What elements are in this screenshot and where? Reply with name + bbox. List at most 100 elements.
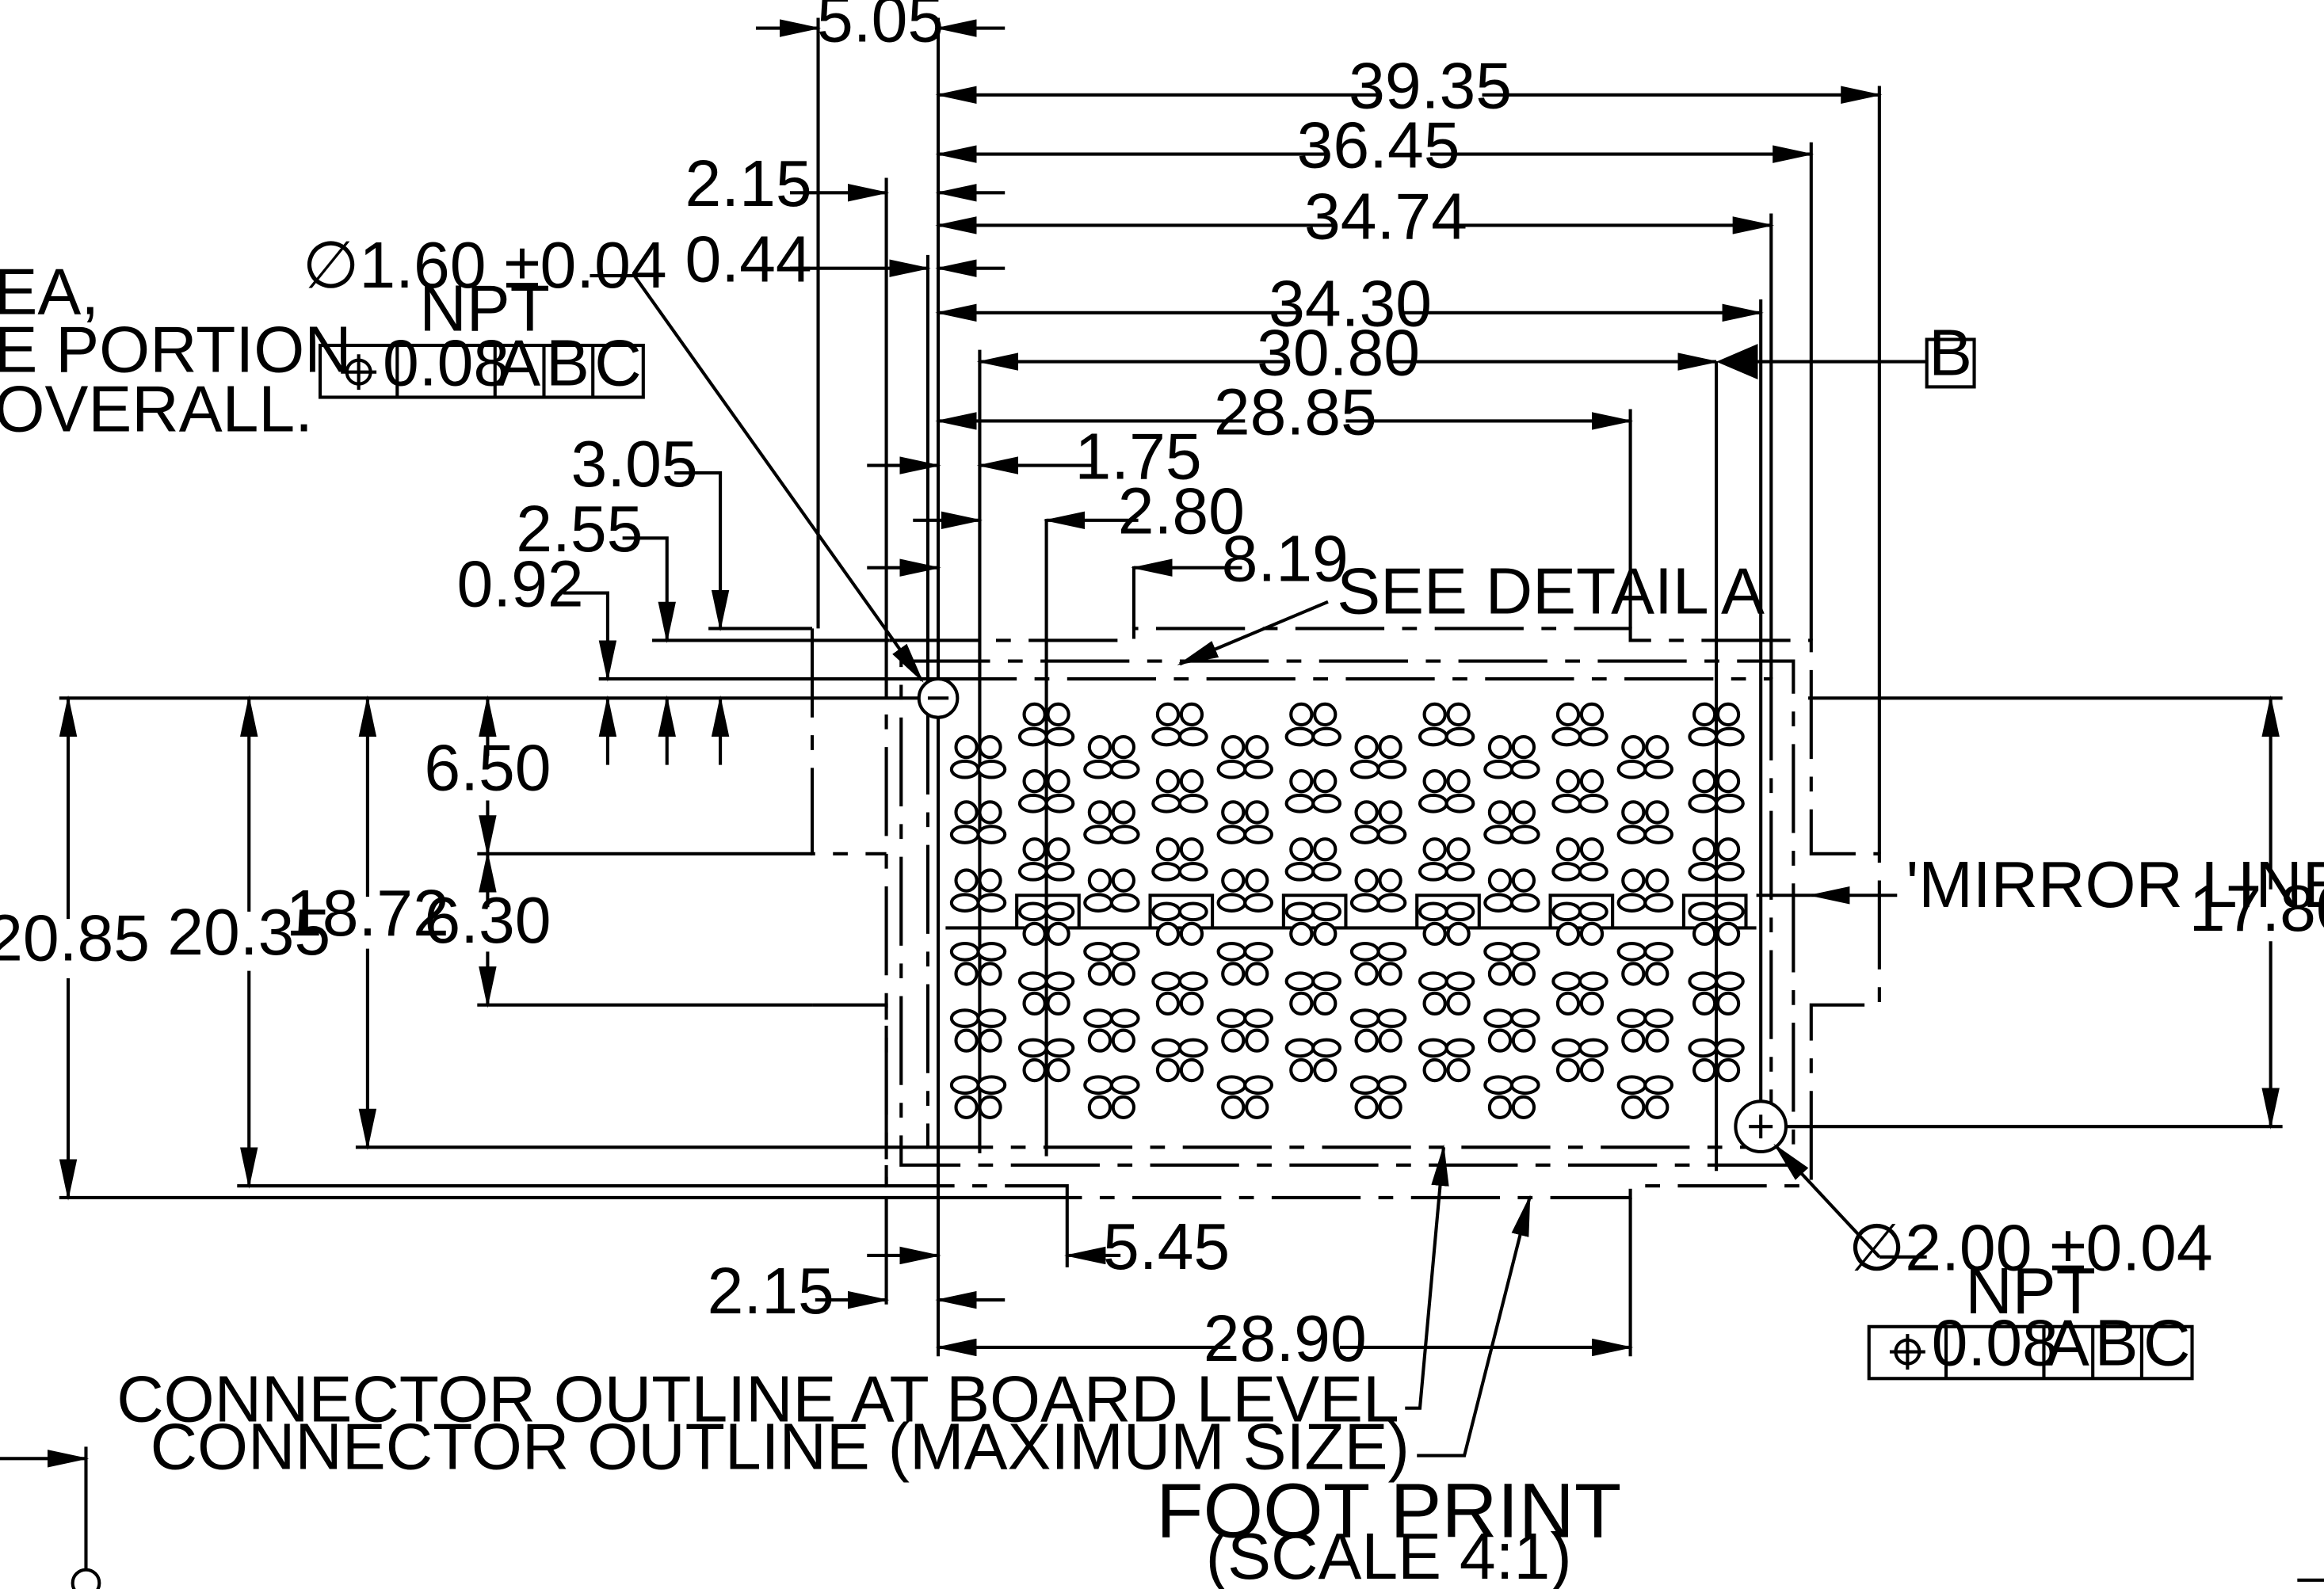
- dim-label: 17.80: [2189, 872, 2324, 945]
- pad-oval: [1551, 793, 1582, 814]
- pad-oval: [976, 1008, 1007, 1028]
- pad-round: [1221, 1028, 1246, 1053]
- note-line-1: EA,: [0, 256, 99, 329]
- pad-oval: [1578, 793, 1608, 814]
- dim-label: 5.05: [817, 0, 944, 55]
- pad-oval: [949, 825, 980, 844]
- pad-oval: [1017, 901, 1048, 922]
- pad-oval: [1083, 1075, 1113, 1096]
- feature-control-frame: 0.08 A B C: [318, 327, 645, 400]
- pad-oval: [976, 1075, 1007, 1096]
- pad-oval: [1151, 901, 1182, 922]
- large-hole: [1734, 1099, 1788, 1154]
- pad-round: [1111, 868, 1136, 893]
- pad-round: [1422, 921, 1447, 947]
- pad-round: [1022, 1057, 1047, 1083]
- pad-round: [1422, 769, 1447, 794]
- pad-round: [1111, 734, 1136, 760]
- pad-round: [1555, 769, 1581, 794]
- pad-round: [1245, 1028, 1269, 1053]
- pad-round: [1422, 1057, 1447, 1083]
- pad-round: [1313, 769, 1338, 794]
- pad-round: [978, 1095, 1002, 1119]
- pad-oval: [976, 759, 1007, 779]
- pad-oval: [1483, 1008, 1514, 1028]
- pad-oval: [1578, 971, 1608, 992]
- position-tolerance-icon: [341, 354, 377, 391]
- see-detail-a-callout: SEE DETAIL A: [1177, 555, 1765, 666]
- pad-round: [1354, 1095, 1379, 1119]
- pad-round: [1354, 1028, 1379, 1053]
- small-hole-size: ∅1.60 ±0.04: [303, 229, 667, 302]
- pad-round: [1046, 702, 1070, 727]
- dim-label: 2.15: [708, 1255, 834, 1328]
- pad-oval: [1109, 893, 1140, 913]
- pad-oval: [1151, 861, 1182, 882]
- dim-30-80: 30.80: [976, 316, 1719, 389]
- pad-round: [1179, 702, 1204, 727]
- pad-oval: [1216, 893, 1247, 913]
- pad-oval: [1044, 793, 1075, 814]
- outline-board-callout: CONNECTOR OUTLINE AT BOARD LEVEL: [116, 1144, 1449, 1436]
- drawing-subtitle: (SCALE 4:1): [1206, 1520, 1572, 1589]
- pad-oval: [949, 1008, 980, 1028]
- pad-oval: [1017, 726, 1048, 747]
- pad-round: [1245, 734, 1269, 760]
- pad-round: [1621, 800, 1646, 825]
- pad-round: [1046, 837, 1070, 862]
- pad-round: [954, 868, 979, 893]
- pad-oval: [1376, 942, 1407, 962]
- pad-round: [978, 1028, 1002, 1053]
- pad-round: [1621, 1028, 1646, 1053]
- pad-oval: [1376, 1075, 1407, 1096]
- pad-round: [1487, 800, 1513, 825]
- pad-round: [1715, 921, 1741, 947]
- pad-oval: [976, 942, 1007, 962]
- dim-label: 28.85: [1214, 375, 1377, 448]
- pad-round: [1511, 1095, 1536, 1119]
- pad-oval: [949, 759, 980, 779]
- pad-round: [1022, 991, 1047, 1016]
- pad-oval: [1243, 759, 1273, 779]
- pad-round: [1155, 769, 1181, 794]
- pad-round: [978, 800, 1002, 825]
- pad-round: [1313, 702, 1338, 727]
- pad-round: [1487, 962, 1513, 986]
- pad-oval: [1109, 759, 1140, 779]
- pad-oval: [1509, 893, 1540, 913]
- pad-oval: [1017, 971, 1048, 992]
- pad-oval: [1578, 861, 1608, 882]
- pad-oval: [949, 942, 980, 962]
- dim-2-15-top: 2.15: [685, 147, 1006, 220]
- pad-round: [1289, 702, 1314, 727]
- pad-round: [1715, 991, 1741, 1016]
- pad-oval: [1216, 1008, 1247, 1028]
- pad-round: [1621, 1095, 1646, 1119]
- pad-round: [1087, 1095, 1112, 1119]
- pad-round: [1354, 800, 1379, 825]
- dim-label: 39.35: [1349, 50, 1512, 123]
- small-hole-npt: NPT: [419, 272, 550, 345]
- pad-round: [1046, 991, 1070, 1016]
- pad-round: [1422, 837, 1447, 862]
- dim-34-30: 34.30: [935, 268, 1764, 341]
- pad-oval: [1715, 1038, 1745, 1058]
- dim-label: 6.30: [424, 884, 551, 957]
- pad-oval: [1083, 893, 1113, 913]
- dim-8-19: 8.19: [867, 523, 1349, 596]
- pad-round: [1579, 921, 1605, 947]
- pad-oval: [1044, 971, 1075, 992]
- pad-oval: [1109, 825, 1140, 844]
- pad-oval: [1109, 1075, 1140, 1096]
- outline-max-label: CONNECTOR OUTLINE (MAXIMUM SIZE): [151, 1410, 1410, 1483]
- pad-oval: [1376, 893, 1407, 913]
- extension-lines: [59, 17, 2283, 1357]
- pad-round: [1555, 837, 1581, 862]
- pad-oval: [1151, 726, 1182, 747]
- pad-round: [1179, 769, 1204, 794]
- pad-round: [1378, 962, 1402, 986]
- pad-round: [1155, 1057, 1181, 1083]
- pad-round: [1313, 991, 1338, 1016]
- pad-oval: [1243, 1008, 1273, 1028]
- pad-oval: [1216, 825, 1247, 844]
